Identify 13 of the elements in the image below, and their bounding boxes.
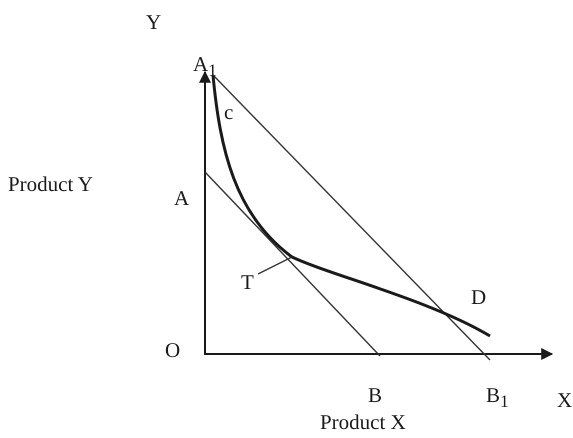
axis-label: X bbox=[557, 390, 572, 411]
point-label: A bbox=[174, 188, 190, 209]
curve-label: c bbox=[224, 102, 234, 123]
axis-label: Y bbox=[146, 12, 162, 33]
indifference-curve bbox=[212, 74, 491, 338]
axis-title: Product Y bbox=[8, 174, 93, 195]
point-label: B bbox=[368, 385, 382, 406]
point-label: D bbox=[471, 287, 486, 308]
point-label: B$_{1}$ bbox=[486, 385, 509, 411]
point-label: O bbox=[165, 340, 180, 361]
axis-title: Product X bbox=[320, 412, 406, 433]
point-label: T bbox=[241, 272, 254, 293]
leader-line bbox=[258, 256, 292, 275]
